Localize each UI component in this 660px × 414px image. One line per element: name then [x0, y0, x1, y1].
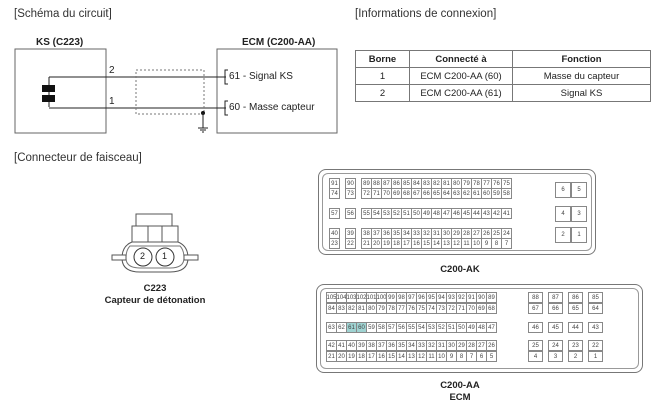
ks-connector-name: C223	[143, 283, 167, 294]
connector-pin: 5	[486, 351, 497, 362]
connector-pin: 66	[548, 303, 563, 314]
ground-icon	[198, 127, 208, 133]
ecm-component-label: ECM (C200-AA)	[242, 37, 316, 48]
connector-pin: 2	[555, 227, 571, 243]
cell-connecte: ECM C200-AA (61)	[409, 84, 513, 102]
cell-fonction: Signal KS	[512, 84, 651, 102]
cell-borne: 1	[355, 67, 410, 85]
connector-pin: 58	[501, 188, 512, 199]
connector-pin: 44	[568, 322, 583, 333]
connector-pin: 46	[528, 322, 543, 333]
connection-table: Borne Connecté à Fonction 1 ECM C200-AA …	[355, 50, 651, 102]
connector-pin: 6	[555, 182, 571, 198]
ecm-pin-60-label: 60 - Masse capteur	[229, 102, 315, 113]
ks-pin-1	[155, 247, 175, 267]
circuit-section-title: [Schéma du circuit]	[14, 8, 112, 20]
connector-pin: 41	[501, 208, 512, 219]
connector-pin: 47	[486, 322, 497, 333]
connector-pin: 74	[329, 188, 340, 199]
c200-ak-connector	[318, 169, 596, 255]
ks-connector-desc: Capteur de détonation	[104, 295, 206, 306]
wire-pin-1-label: 1	[109, 96, 115, 107]
c200-aa-sublabel: ECM	[449, 392, 471, 403]
connector-pin: 25	[528, 340, 543, 351]
connector-pin: 73	[345, 188, 356, 199]
connector-pin: 3	[571, 206, 587, 222]
connector-pin: 4	[528, 351, 543, 362]
wire-pin-2-label: 2	[109, 65, 115, 76]
connector-pin: 26	[486, 340, 497, 351]
connector-pin: 64	[588, 303, 603, 314]
table-header-row: Borne Connecté à Fonction	[355, 50, 651, 68]
connector-pin: 2	[568, 351, 583, 362]
connector-pin: 56	[345, 208, 356, 219]
ecm-pin-60-bracket	[224, 100, 228, 116]
connector-pin: 4	[555, 206, 571, 222]
header-borne: Borne	[355, 50, 410, 68]
connector-pin: 3	[548, 351, 563, 362]
ecm-box	[216, 48, 338, 134]
connector-pin: 87	[548, 292, 563, 303]
connector-pin: 67	[528, 303, 543, 314]
connector-pin: 68	[486, 303, 497, 314]
connector-pin: 1	[588, 351, 603, 362]
ks-component-label: KS (C223)	[36, 37, 84, 48]
ks-pin-2	[133, 247, 153, 267]
connection-info-section-title: [Informations de connexion]	[355, 8, 497, 20]
ecm-pin-61-bracket	[224, 69, 228, 85]
connector-pin: 5	[571, 182, 587, 198]
connector-pin: 86	[568, 292, 583, 303]
connector-pin: 45	[548, 322, 563, 333]
c200-aa-connector	[316, 284, 643, 373]
cell-connecte: ECM C200-AA (60)	[409, 67, 513, 85]
connector-pin: 43	[588, 322, 603, 333]
c200-aa-label: C200-AA	[440, 380, 480, 391]
ecm-pin-61-label: 61 - Signal KS	[229, 71, 293, 82]
table-row: 1 ECM C200-AA (60) Masse du capteur	[355, 67, 651, 85]
ks-box	[14, 48, 107, 134]
connector-pin: 88	[528, 292, 543, 303]
shield	[135, 69, 205, 115]
circuit-diagram	[14, 48, 338, 134]
table-row: 2 ECM C200-AA (61) Signal KS	[355, 84, 651, 102]
ks-pin-1-label: 1	[162, 251, 168, 261]
cell-borne: 2	[355, 84, 410, 102]
cell-fonction: Masse du capteur	[512, 67, 651, 85]
ks-connector-drawing	[111, 213, 199, 273]
connector-pin: 57	[329, 208, 340, 219]
connector-pin: 65	[568, 303, 583, 314]
header-connecte: Connecté à	[409, 50, 513, 68]
connector-pin: 22	[588, 340, 603, 351]
connector-pin: 89	[486, 292, 497, 303]
connector-pin: 23	[568, 340, 583, 351]
connector-pin: 7	[501, 238, 512, 249]
connector-pin: 22	[345, 238, 356, 249]
knock-sensor-icon	[42, 77, 55, 107]
c200-ak-label: C200-AK	[440, 264, 480, 275]
connector-pin: 1	[571, 227, 587, 243]
ks-pin-2-label: 2	[140, 251, 146, 261]
connector-pin: 85	[588, 292, 603, 303]
harness-section-title: [Connecteur de faisceau]	[14, 152, 142, 164]
header-fonction: Fonction	[512, 50, 651, 68]
connector-pin: 24	[548, 340, 563, 351]
connector-pin: 23	[329, 238, 340, 249]
